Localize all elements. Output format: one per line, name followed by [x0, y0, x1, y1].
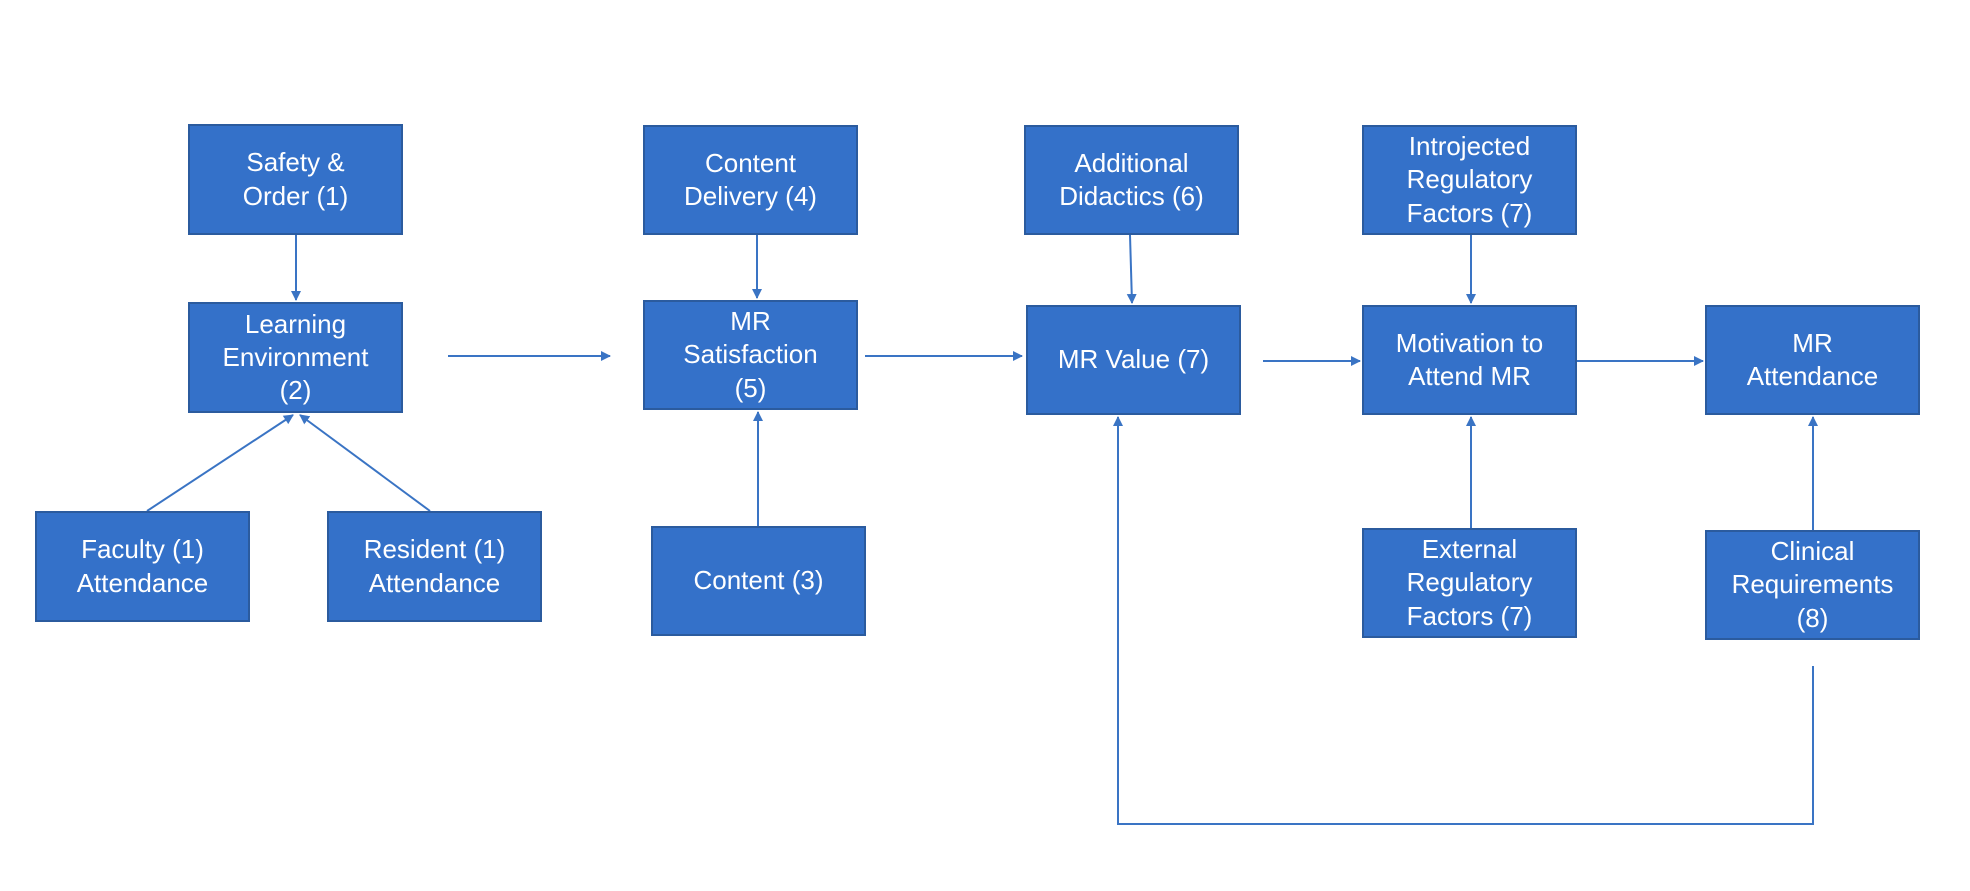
node-safety-order: Safety & Order (1) — [188, 124, 403, 235]
node-label: MR Attendance — [1746, 327, 1879, 391]
node-label: External Regulatory Factors (7) — [1406, 534, 1533, 631]
node-external-regulatory-factors: External Regulatory Factors (7) — [1362, 528, 1577, 638]
node-label: MR Value (7) — [1057, 344, 1210, 375]
node-label: Clinical Requirements (8) — [1731, 536, 1894, 633]
node-resident-attendance: Resident (1) Attendance — [327, 511, 542, 622]
node-mr-value: MR Value (7) — [1026, 305, 1241, 415]
node-label: Learning Environment (2) — [222, 308, 369, 406]
arrow-faculty-to-learning — [146, 414, 294, 512]
node-label: Faculty (1) Attendance — [76, 534, 209, 598]
node-motivation-to-attend: Motivation to Attend MR — [1362, 305, 1577, 415]
arrow-clinical-to-value-feedback — [1113, 416, 1814, 825]
node-faculty-attendance: Faculty (1) Attendance — [35, 511, 250, 622]
node-label: Resident (1) Attendance — [363, 534, 506, 598]
node-label: Introjected Regulatory Factors (7) — [1406, 131, 1533, 228]
node-mr-attendance: MR Attendance — [1705, 305, 1920, 415]
node-content: Content (3) — [651, 526, 866, 636]
arrow-resident-to-learning — [299, 414, 431, 512]
node-mr-satisfaction: MR Satisfaction (5) — [643, 300, 858, 410]
node-label: MR Satisfaction (5) — [683, 306, 818, 403]
node-label: Additional Didactics (6) — [1059, 147, 1204, 211]
node-label: Content (3) — [693, 565, 824, 596]
node-learning-environment: Learning Environment (2) — [188, 302, 403, 413]
node-introjected-regulatory-factors: Introjected Regulatory Factors (7) — [1362, 125, 1577, 235]
node-additional-didactics: Additional Didactics (6) — [1024, 125, 1239, 235]
arrow-didactics-to-value — [1126, 234, 1137, 304]
node-clinical-requirements: Clinical Requirements (8) — [1705, 530, 1920, 640]
node-label: Safety & Order (1) — [242, 147, 349, 211]
node-label: Content Delivery (4) — [684, 147, 817, 211]
node-label: Motivation to Attend MR — [1395, 327, 1544, 391]
node-content-delivery: Content Delivery (4) — [643, 125, 858, 235]
